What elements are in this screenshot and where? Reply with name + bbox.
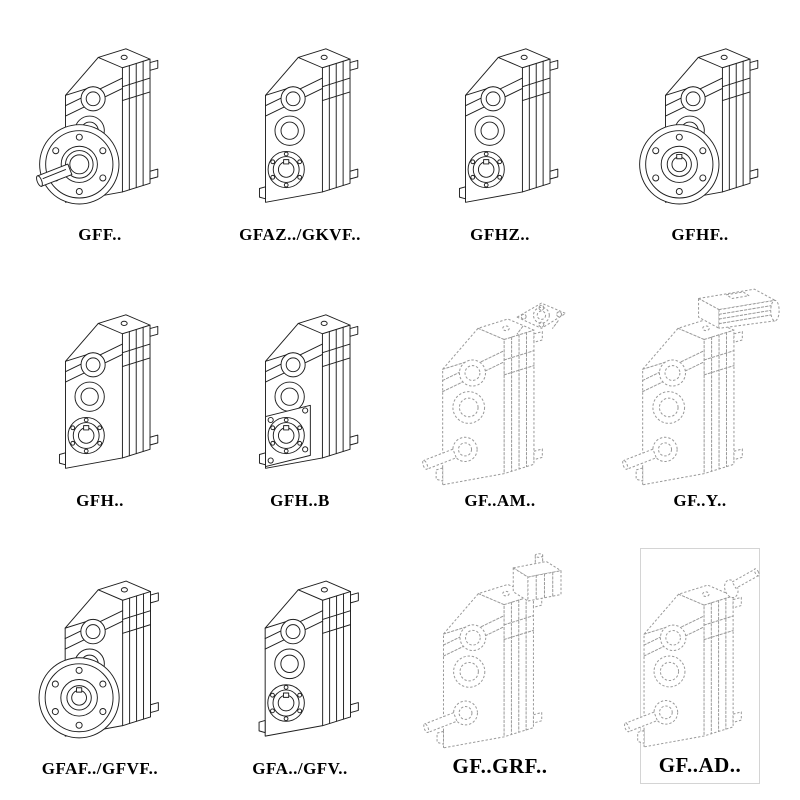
gearbox-cell: GF..GRF.. xyxy=(422,548,562,784)
gearbox-model-label: GF..Y.. xyxy=(673,491,727,510)
gearbox-model-label: GFH.. xyxy=(76,491,124,510)
gearbox-cell: GFA../GFV.. xyxy=(240,548,360,784)
gearbox-with-motor-drawing xyxy=(621,288,780,486)
gearbox-hollow-shaft-drawing xyxy=(258,48,359,203)
gearbox-model-label: GF..AM.. xyxy=(464,491,536,510)
gearbox-cell: GFAF../GFVF.. xyxy=(38,548,160,784)
gearbox-cell: GFH.. xyxy=(40,282,160,516)
gearbox-hollow-shaft-backplate-drawing xyxy=(258,314,359,469)
gearbox-model-label: GFA../GFV.. xyxy=(252,759,348,778)
gearbox-model-label: GFF.. xyxy=(78,225,122,244)
gearbox-model-label: GFAZ../GKVF.. xyxy=(239,225,361,244)
gearbox-cell: GF..AM.. xyxy=(421,282,567,516)
gearbox-hollow-shaft-drawing xyxy=(258,580,359,737)
gearbox-adapter-box-drawing xyxy=(422,553,562,749)
gearbox-model-label: GF..AD.. xyxy=(658,753,742,777)
gearbox-iec-adapter-flange-drawing xyxy=(421,302,567,486)
gearbox-flange-solid-shaft-drawing xyxy=(34,48,159,205)
gearbox-hollow-shaft-drawing xyxy=(58,314,159,469)
gearbox-cell: GFH..B xyxy=(240,282,360,516)
gearbox-hollow-shaft-drawing xyxy=(458,48,559,203)
gearbox-flange-hollow-shaft-drawing xyxy=(639,48,759,205)
gearbox-flange-hollow-shaft-drawing xyxy=(38,580,159,739)
gearbox-cell: GF..AD.. xyxy=(623,548,761,784)
gearbox-model-label: GFH..B xyxy=(270,491,330,510)
gearbox-model-label: GFHF.. xyxy=(671,225,729,244)
gearbox-cell: GF..Y.. xyxy=(621,282,780,516)
gearbox-cell: GFF.. xyxy=(34,16,160,250)
gearbox-model-label: GF..GRF.. xyxy=(452,754,548,778)
gearbox-cell: GFAZ../GKVF.. xyxy=(239,16,361,250)
gearbox-input-shaft-adapter-drawing xyxy=(623,567,761,748)
gearbox-model-label: GFHZ.. xyxy=(470,225,530,244)
gearbox-model-label: GFAF../GFVF.. xyxy=(41,759,159,778)
gearbox-cell: GFHF.. xyxy=(639,16,760,250)
gearbox-cell: GFHZ.. xyxy=(440,16,560,250)
